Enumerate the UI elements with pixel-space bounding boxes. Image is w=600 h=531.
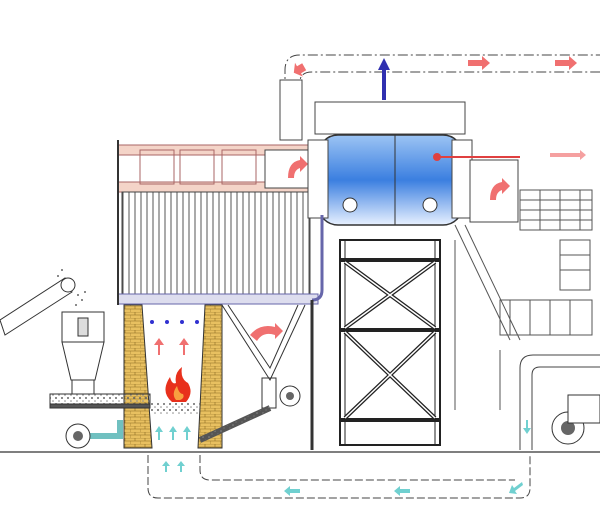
air-duct — [147, 455, 531, 499]
cyclone-separator — [221, 304, 306, 409]
chimney-duct — [279, 79, 303, 141]
flue-gas-duct — [284, 54, 600, 110]
downcomer-pipe — [311, 215, 324, 302]
conveyor — [0, 269, 86, 336]
gas-turn-arrow-right — [490, 178, 510, 200]
coal-hopper — [49, 311, 151, 409]
forced-draft-fan — [519, 354, 600, 450]
gas-turning-box — [264, 149, 314, 189]
steam-outlet-arrow — [378, 58, 390, 100]
tube-bank — [117, 140, 319, 305]
furnace — [123, 304, 223, 449]
stairs — [454, 189, 593, 410]
hot-gas-arrows — [293, 56, 586, 160]
primary-air-fan — [65, 420, 123, 449]
fan-icon — [279, 385, 301, 407]
steam-drum — [307, 101, 520, 226]
support-frame — [339, 239, 441, 446]
flame-icon — [165, 367, 191, 402]
air-inlet-arrows — [155, 426, 191, 440]
rising-gas-arrows — [154, 338, 189, 355]
gas-turn-arrow — [288, 156, 308, 178]
cold-air-arrows — [162, 461, 523, 496]
